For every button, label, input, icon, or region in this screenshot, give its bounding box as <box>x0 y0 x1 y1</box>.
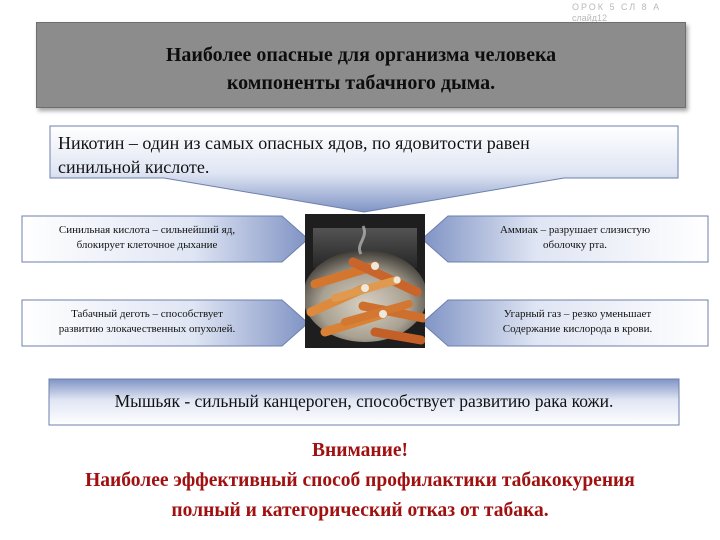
tar-arrow <box>21 299 309 347</box>
nicotine-line2: синильной кислоте. <box>58 157 210 177</box>
cigarette-ashtray-photo <box>305 214 425 348</box>
hydrocyanic-acid-line2: блокирует клеточное дыхание <box>76 239 218 251</box>
ammonia-arrow <box>421 215 709 263</box>
carbon-monoxide-line2: Содержание кислорода в крови. <box>502 323 653 335</box>
tar-line1: Табачный деготь – способствует <box>71 308 223 320</box>
corner-note-line2: слайд12 <box>572 13 608 23</box>
ammonia-line2: оболочку рта. <box>542 239 608 251</box>
conclusion-line1: Наиболее эффективный способ профилактики… <box>85 470 635 491</box>
nicotine-line1: Никотин – один из самых опасных ядов, по… <box>58 133 530 153</box>
hydrocyanic-acid-text: Синильная кислота – сильнейший яд, блоки… <box>22 223 272 253</box>
slide-title-line2: компоненты табачного дыма. <box>226 72 496 94</box>
attention-heading: Внимание! <box>312 440 408 461</box>
hydrocyanic-acid-line1: Синильная кислота – сильнейший яд, <box>58 224 236 236</box>
carbon-monoxide-text: Угарный газ – резко уменьшает Содержание… <box>455 307 700 337</box>
carbon-monoxide-arrow <box>421 299 709 347</box>
cigarette-ashtray-icon <box>305 214 425 348</box>
title-box: Наиболее опасные для организма человека … <box>36 22 686 108</box>
tar-text: Табачный деготь – способствует развитию … <box>22 307 272 337</box>
corner-note-line1: ОРОК 5 СЛ 8 А <box>572 2 662 12</box>
nicotine-arrow <box>49 125 679 213</box>
conclusion-line2: полный и категорический отказ от табака. <box>171 500 549 521</box>
ammonia-text: Аммиак – разрушает слизистую оболочку рт… <box>455 223 695 253</box>
slide-title-line1: Наиболее опасные для организма человека <box>165 44 557 66</box>
carbon-monoxide-line1: Угарный газ – резко уменьшает <box>503 308 652 320</box>
ammonia-line1: Аммиак – разрушает слизистую <box>499 224 651 236</box>
conclusion-text: Наиболее эффективный способ профилактики… <box>0 466 720 526</box>
arsenic-text: Мышьяк - сильный канцероген, способствуе… <box>114 391 614 411</box>
tar-line2: развитию злокачественных опухолей. <box>58 323 236 335</box>
arsenic-box <box>48 378 680 426</box>
corner-note: ОРОК 5 СЛ 8 А слайд12 <box>572 2 712 24</box>
slide-title: Наиболее опасные для организма человека … <box>37 41 685 97</box>
hydrocyanic-acid-arrow <box>21 215 309 263</box>
nicotine-text: Никотин – один из самых опасных ядов, по… <box>58 131 658 179</box>
